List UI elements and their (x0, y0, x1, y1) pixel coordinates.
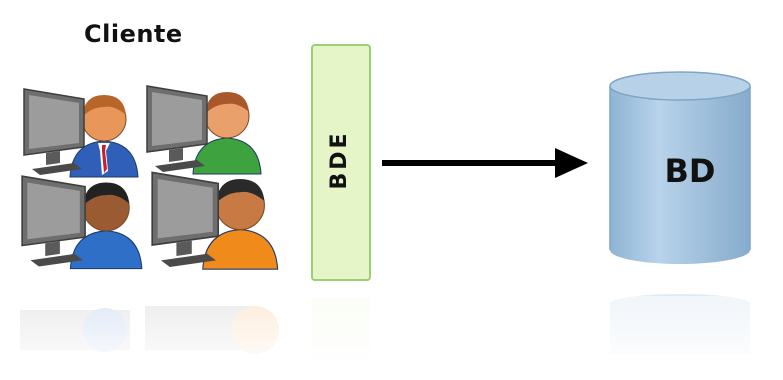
workstation (151, 171, 279, 270)
monitor-icon (151, 171, 220, 267)
monitor-icon (21, 175, 86, 267)
monitor-icon (146, 85, 208, 172)
workstation (23, 88, 139, 178)
database-cylinder (609, 71, 751, 264)
user-icon (192, 92, 262, 175)
connection-arrow (382, 148, 588, 178)
client-title: Cliente (84, 20, 183, 48)
user-icon (69, 95, 139, 178)
bde-label: BDE (327, 130, 352, 190)
monitor-icon (23, 88, 85, 175)
user-icon (69, 182, 143, 270)
user-icon (202, 179, 279, 270)
database-label: BD (664, 152, 716, 190)
client-workstations (21, 85, 279, 270)
workstation (21, 175, 143, 270)
bde-bar (311, 44, 371, 281)
workstation (146, 85, 262, 175)
